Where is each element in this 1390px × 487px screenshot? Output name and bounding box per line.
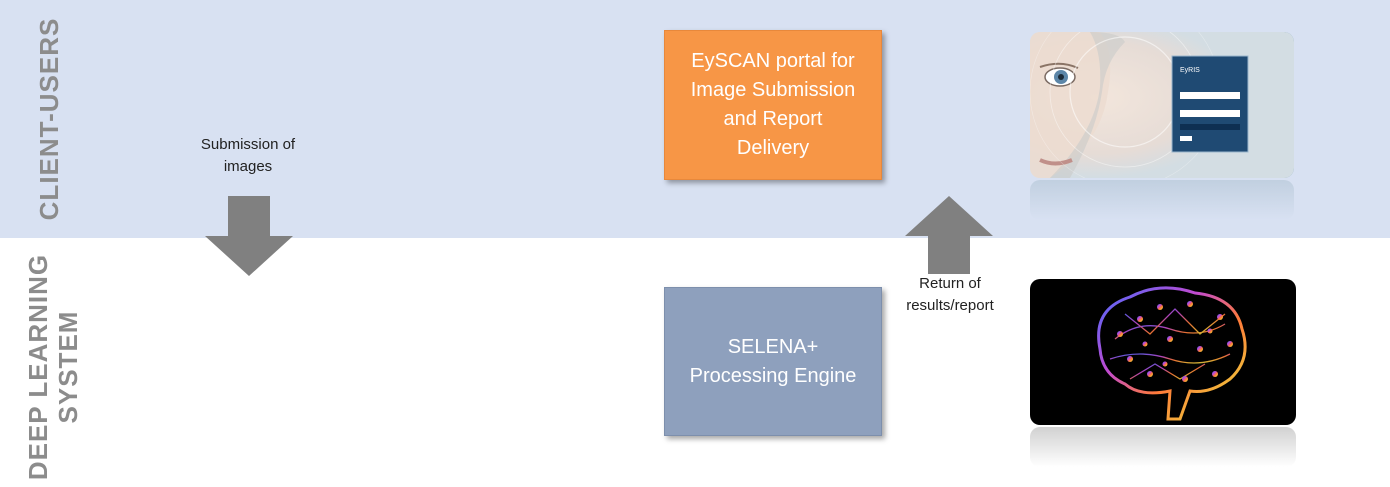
brain-image-reflection (1030, 427, 1296, 467)
lane-label-line1: DEEP LEARNING (23, 253, 53, 481)
portal-line4: Delivery (736, 137, 810, 159)
portal-line3: and Report (723, 108, 823, 130)
lane-label-client-users: CLIENT-USERS (34, 14, 66, 224)
return-label-line2: results/report (906, 297, 994, 314)
face-illustration-icon: EyRIS (1030, 32, 1294, 178)
submission-label: Submission of images (178, 134, 318, 178)
brain-network-image (1030, 279, 1296, 425)
lane-label-line2: SYSTEM (53, 310, 83, 424)
return-label-line1: Return of (919, 275, 981, 292)
portal-screenshot-image: EyRIS (1030, 32, 1294, 178)
submission-label-line1: Submission of (200, 136, 296, 153)
eyris-logo-text: EyRIS (1180, 67, 1200, 74)
portal-screenshot-reflection (1030, 180, 1294, 220)
portal-line1: EySCAN portal for (691, 50, 855, 72)
down-arrow-icon (205, 196, 293, 276)
return-label: Return of results/report (880, 273, 1020, 317)
portal-line2: Image Submission (690, 79, 856, 101)
engine-line2: Processing Engine (689, 364, 857, 387)
eyscan-portal-text: EySCAN portal for Image Submission and R… (681, 47, 866, 163)
selena-engine-text: SELENA+ Processing Engine (680, 333, 867, 391)
lane-label-deep-learning: DEEP LEARNING SYSTEM (23, 247, 87, 487)
selena-engine-box: SELENA+ Processing Engine (664, 287, 882, 436)
up-arrow-icon (905, 196, 993, 274)
eyscan-portal-box: EySCAN portal for Image Submission and R… (664, 30, 882, 180)
submission-label-line2: images (223, 158, 273, 175)
engine-line1: SELENA+ (727, 335, 819, 358)
lane-label-text: CLIENT-USERS (34, 17, 64, 221)
brain-circuit-icon (1097, 286, 1247, 421)
